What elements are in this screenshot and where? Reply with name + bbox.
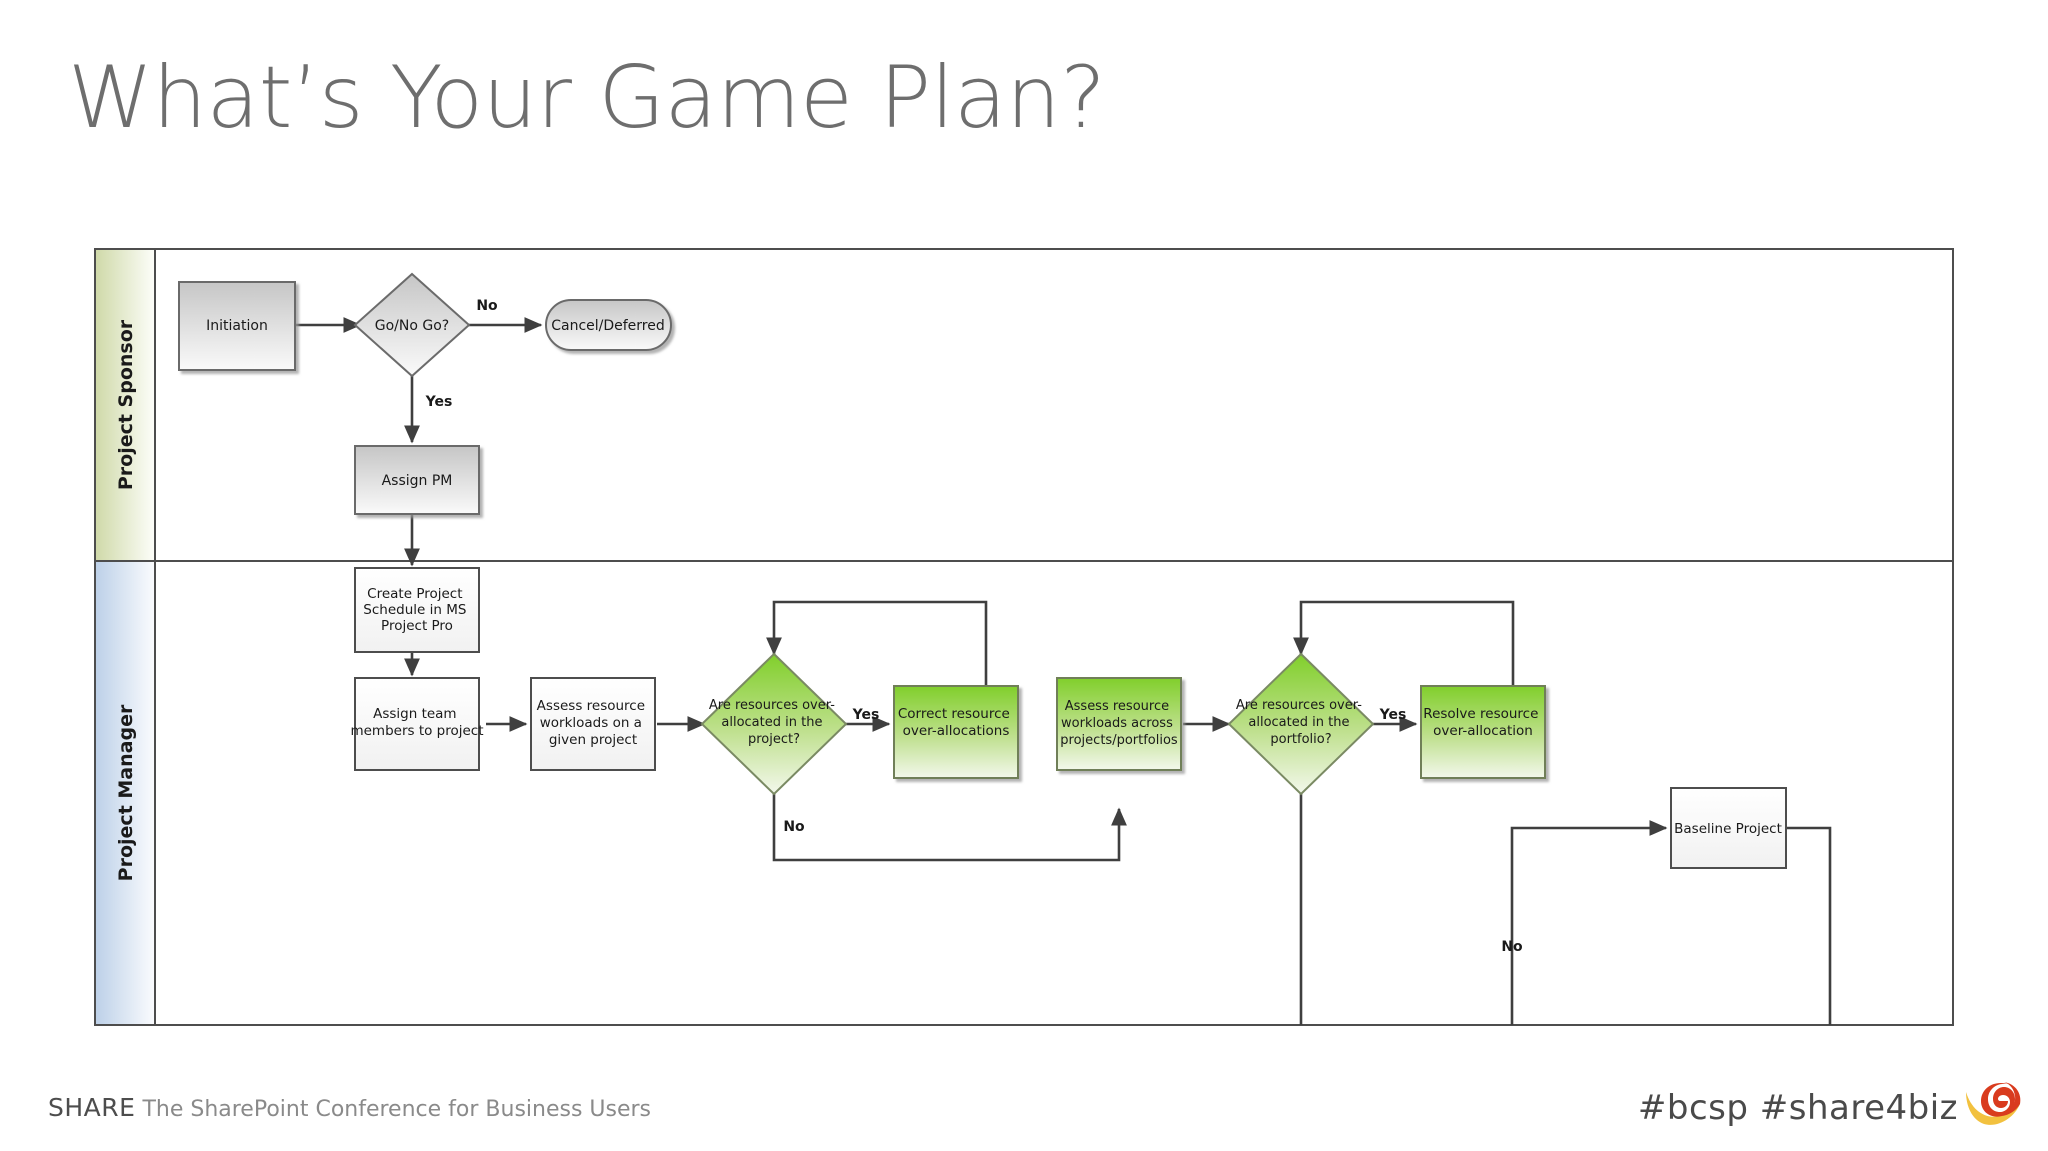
node-baseline-project[interactable]: Baseline Project <box>1670 787 1787 869</box>
node-label-line: workloads across <box>1061 716 1173 731</box>
node-assess-portfolio[interactable]: Assess resource workloads across project… <box>1056 677 1182 771</box>
svg-text:Are resources over- al: Are resources over- allocated in the por… <box>1236 698 1366 747</box>
node-label-line: over-allocations <box>903 723 1010 739</box>
node-label-line: Correct resource <box>898 706 1010 722</box>
edge-label-no: No <box>476 298 498 314</box>
node-label-line: Assess resource <box>1065 699 1169 714</box>
edge-label-yes: Yes <box>425 394 453 410</box>
node-label-line: Create Project <box>367 586 462 602</box>
e-swoosh-logo-icon <box>1964 1078 2028 1132</box>
node-label-line: projects/portfolios <box>1060 733 1178 748</box>
node-assign-team[interactable]: Assign team members to project <box>350 677 484 771</box>
svg-text:Correct resource over-: Correct resource over-allocations <box>898 706 1014 739</box>
node-label: Go/No Go? <box>375 318 449 334</box>
node-label: Baseline Project <box>1674 821 1782 837</box>
node-go-no-go[interactable]: Go/No Go? <box>353 272 471 378</box>
node-cancel-deferred[interactable]: Cancel/Deferred <box>545 299 672 351</box>
lane-label-project-manager: Project Manager <box>115 704 137 881</box>
svg-text:Create Project Schedul: Create Project Schedule in MS Project Pr… <box>363 586 470 634</box>
node-resolve-over-allocation[interactable]: Resolve resource over-allocation <box>1420 685 1546 779</box>
edge-label-no: No <box>783 819 805 835</box>
node-label-line: workloads on a <box>540 715 642 731</box>
node-label-line: given project <box>549 732 637 748</box>
node-over-alloc-portfolio[interactable]: Are resources over- allocated in the por… <box>1227 652 1375 796</box>
connectors <box>271 316 1832 1025</box>
node-label-line: portfolio? <box>1270 732 1331 747</box>
edge-no-to-baseline-project <box>1510 819 1668 1025</box>
edge-labels: No Yes Yes No Yes No <box>425 298 1523 955</box>
edge-correct-back-to-decision <box>765 600 988 688</box>
footer-tagline: The SharePoint Conference for Business U… <box>142 1097 652 1122</box>
node-create-schedule[interactable]: Create Project Schedule in MS Project Pr… <box>354 567 480 653</box>
node-label-line: Are resources over- <box>709 698 835 713</box>
svg-text:Assign team members to: Assign team members to project <box>350 706 483 739</box>
node-label: Cancel/Deferred <box>551 318 665 334</box>
footer-hashtags: #bcsp #share4biz <box>1637 1088 1958 1128</box>
node-label-line: allocated in the <box>721 715 822 730</box>
page-title: What’s Your Game Plan? <box>68 48 1106 148</box>
node-label-line: Assign team <box>373 706 457 722</box>
lane-label-text: Project Sponsor <box>115 319 137 490</box>
swimlane-flowchart: Project Sponsor Project Manager <box>94 248 1954 1026</box>
edge-decision-project-no <box>772 794 1128 862</box>
node-label-line: Assess resource <box>537 698 645 714</box>
edge-label-yes: Yes <box>852 707 880 723</box>
node-label-line: allocated in the <box>1248 715 1349 730</box>
node-initiation[interactable]: Initiation <box>178 281 296 371</box>
node-label: Initiation <box>206 318 268 334</box>
footer-brand: SHARE <box>48 1093 136 1122</box>
node-label-line: over-allocation <box>1433 723 1533 739</box>
node-assign-pm[interactable]: Assign PM <box>354 445 480 515</box>
node-label-line: project? <box>748 732 800 747</box>
edge-label-no: No <box>1501 939 1523 955</box>
node-label: Assign PM <box>382 473 453 489</box>
lane-label-project-sponsor: Project Sponsor <box>115 319 137 490</box>
node-label-line: Project Pro <box>381 618 453 634</box>
node-correct-over-allocations[interactable]: Correct resource over-allocations <box>893 685 1019 779</box>
svg-text:Assess resource worklo: Assess resource workloads on a given pro… <box>537 698 650 748</box>
node-label-line: Schedule in MS <box>363 602 466 618</box>
svg-text:Assess resource worklo: Assess resource workloads across project… <box>1060 699 1178 748</box>
node-over-alloc-project[interactable]: Are resources over- allocated in the pro… <box>700 652 848 796</box>
node-label-line: Resolve resource <box>1423 706 1538 722</box>
lane-label-text: Project Manager <box>115 704 137 881</box>
svg-text:Are resources over- al: Are resources over- allocated in the pro… <box>709 698 839 747</box>
edge-label-yes: Yes <box>1379 707 1407 723</box>
edge-baseline-project-out <box>1773 826 1832 1025</box>
node-assess-project[interactable]: Assess resource workloads on a given pro… <box>530 677 656 771</box>
node-label-line: members to project <box>350 723 483 739</box>
svg-text:Resolve resource over-: Resolve resource over-allocation <box>1423 706 1542 739</box>
node-label-line: Are resources over- <box>1236 698 1362 713</box>
edge-resolve-back-to-decision <box>1292 600 1515 688</box>
